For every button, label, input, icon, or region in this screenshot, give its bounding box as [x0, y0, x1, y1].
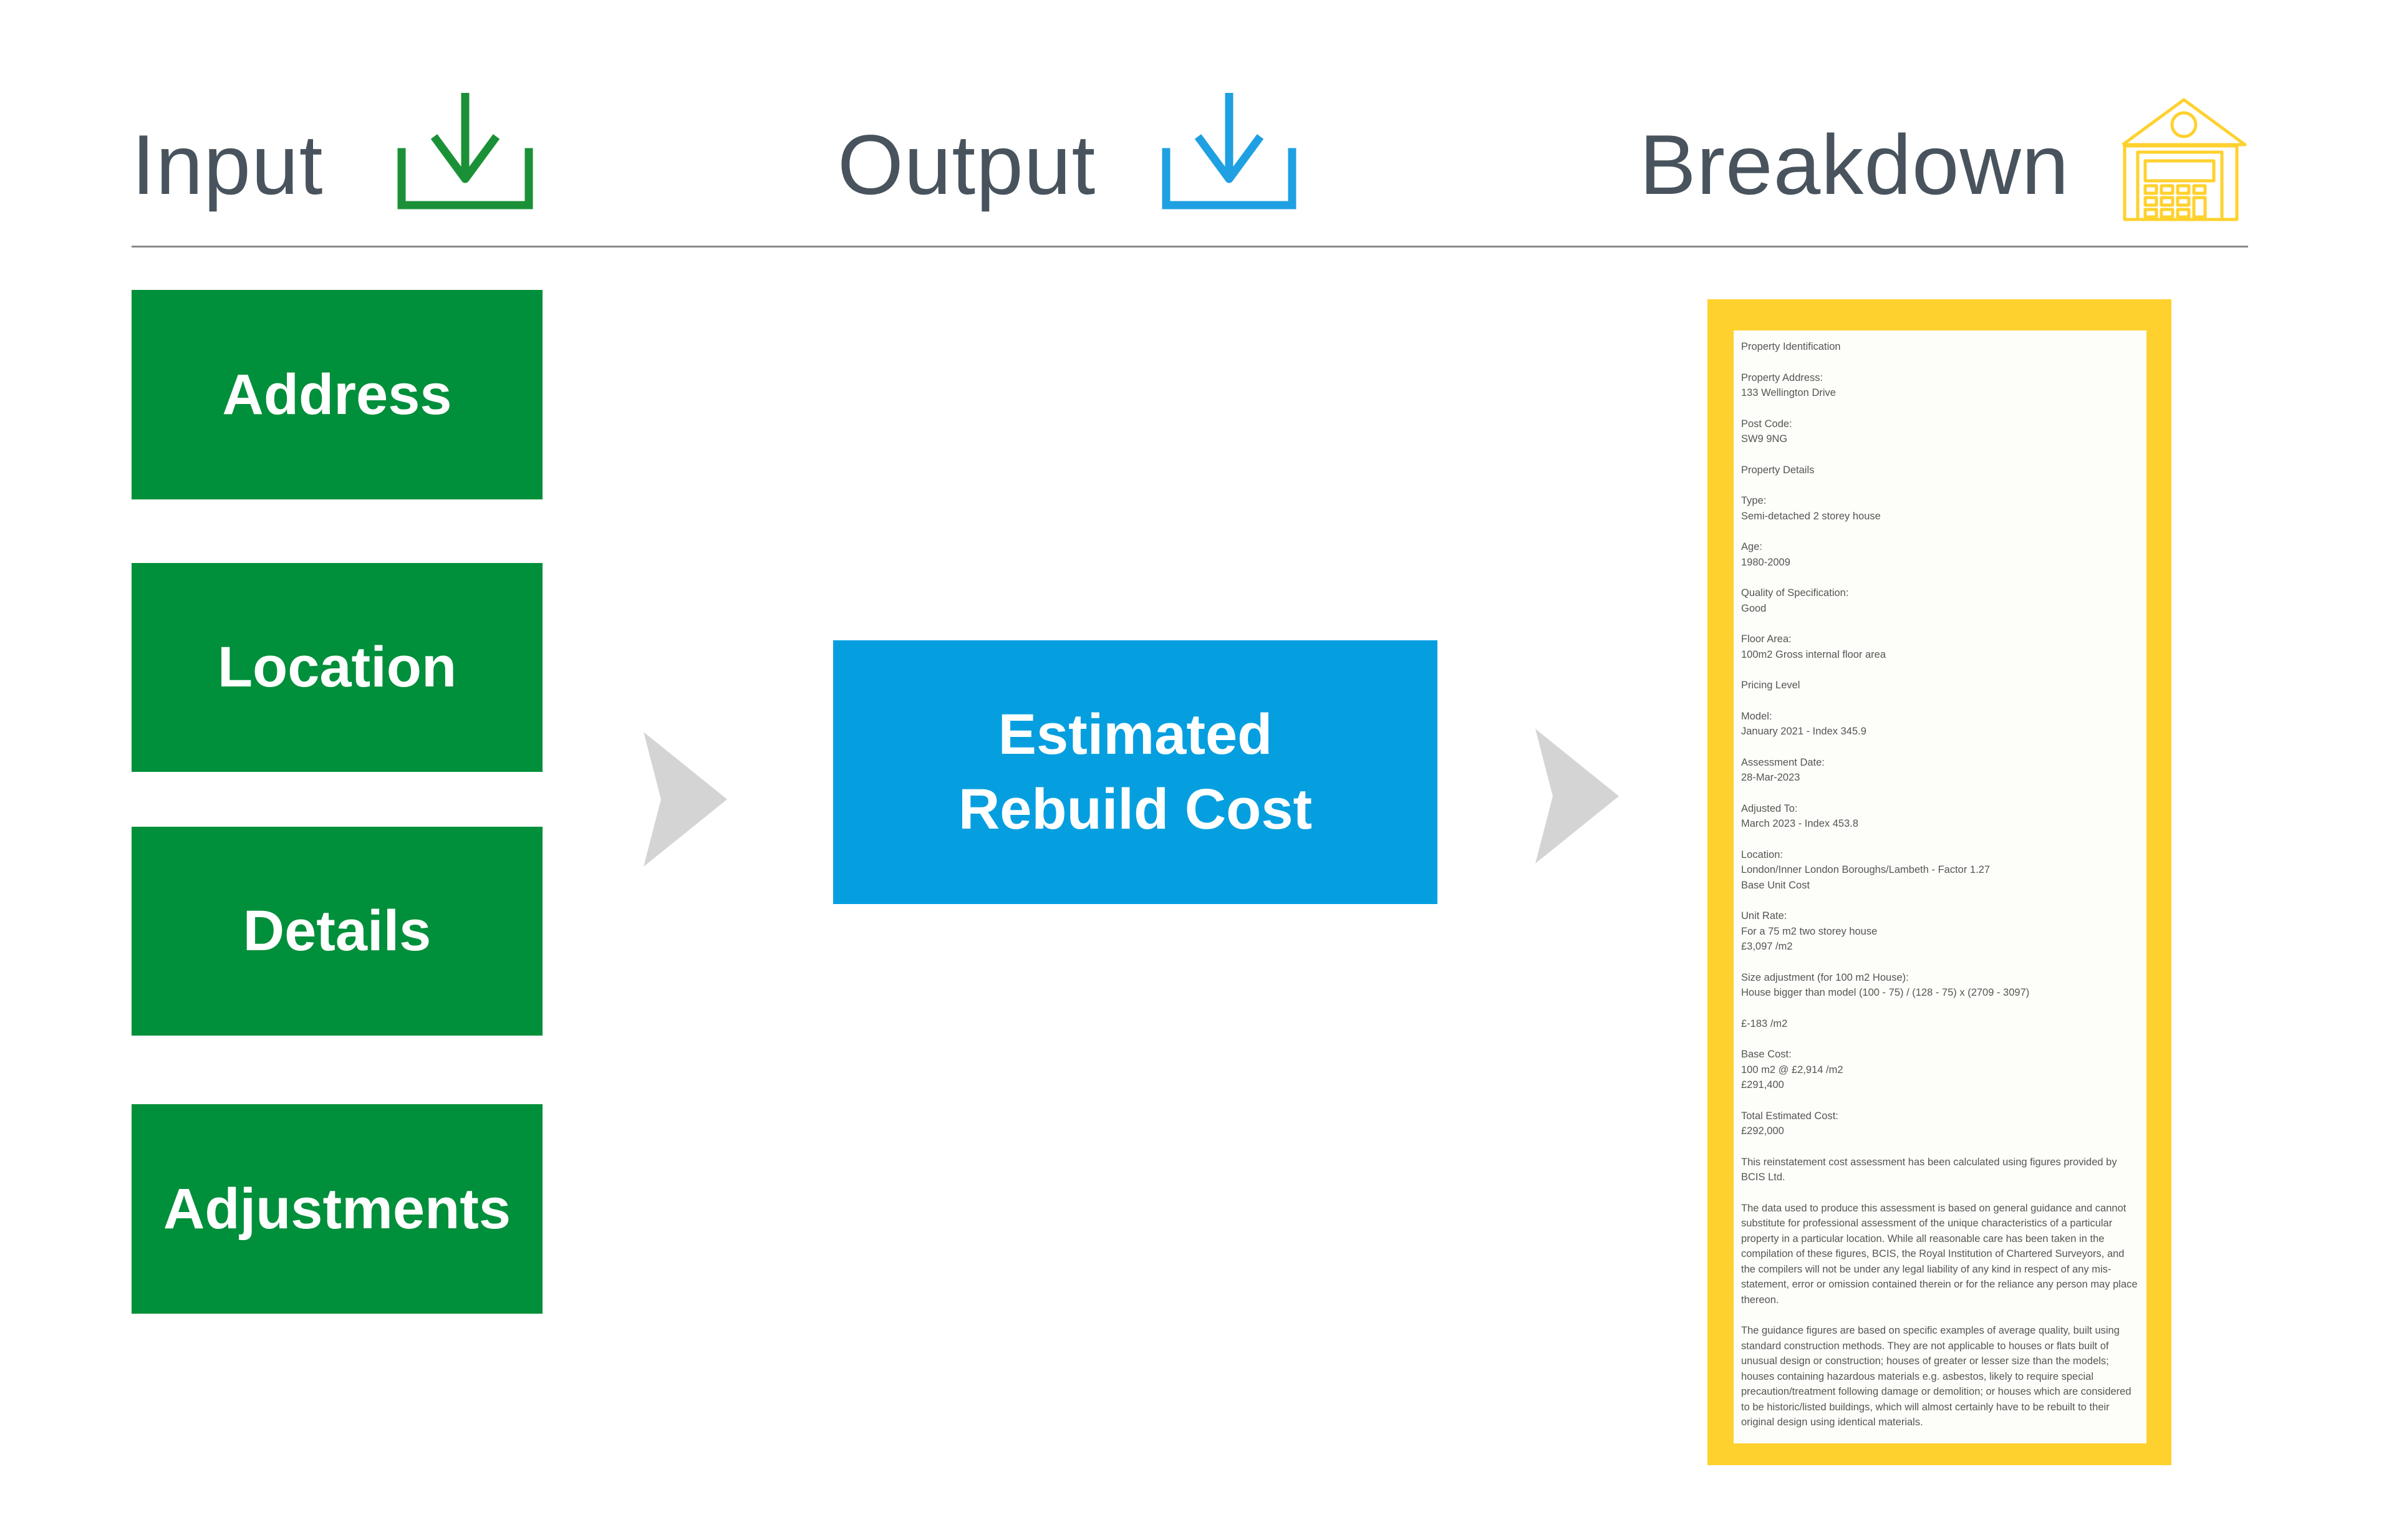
doc-paragraph: The guidance figures are based on specif…: [1741, 1325, 2131, 1428]
doc-value: £3,097 /m2: [1741, 941, 1793, 952]
output-box-line1: Estimated: [998, 702, 1273, 766]
chevron-right-icon: [644, 732, 727, 867]
doc-paragraph: The data used to produce this assessment…: [1741, 1202, 2138, 1306]
input-box-label: Adjustments: [163, 1177, 511, 1241]
doc-label: Size adjustment (for 100 m2 House):: [1741, 971, 1909, 983]
doc-value: £291,400: [1741, 1079, 1784, 1090]
doc-label: Post Code:: [1741, 418, 1792, 430]
doc-value: March 2023 - Index 453.8: [1741, 818, 1859, 829]
doc-section-title: Property Details: [1741, 464, 1815, 476]
input-box-location: Location: [132, 563, 543, 772]
doc-value: Good: [1741, 602, 1767, 614]
doc-value: For a 75 m2 two storey house: [1741, 925, 1878, 937]
doc-label: Type:: [1741, 495, 1767, 506]
breakdown-heading: Breakdown: [1639, 117, 2070, 212]
doc-total-value: £292,000: [1741, 1125, 1784, 1137]
doc-label: Adjusted To:: [1741, 802, 1798, 814]
doc-value: 1980-2009: [1741, 556, 1790, 568]
input-box-label: Address: [222, 362, 452, 426]
output-heading: Output: [838, 117, 1096, 212]
input-box-adjustments: Adjustments: [132, 1104, 543, 1314]
doc-section-title: Pricing Level: [1741, 680, 1800, 691]
doc-value: House bigger than model (100 - 75) / (12…: [1741, 987, 2030, 998]
output-box-estimated-rebuild-cost: Estimated Rebuild Cost: [833, 640, 1437, 904]
doc-value: £-183 /m2: [1741, 1018, 1788, 1029]
input-box-label: Details: [243, 899, 432, 963]
input-box-label: Location: [217, 635, 457, 699]
house-calculator-icon: [2120, 94, 2248, 222]
doc-value: London/Inner London Boroughs/Lambeth - F…: [1741, 864, 1991, 875]
download-icon: [1160, 91, 1298, 210]
breakdown-document: Property Identification Property Address…: [1734, 330, 2146, 1443]
output-box-line2: Rebuild Cost: [958, 777, 1313, 841]
doc-value: 28-Mar-2023: [1741, 772, 1800, 783]
download-icon: [395, 91, 535, 210]
doc-label: Base Cost:: [1741, 1049, 1792, 1060]
doc-label: Property Address:: [1741, 372, 1823, 383]
input-box-details: Details: [132, 827, 543, 1036]
doc-label: Age:: [1741, 541, 1762, 552]
doc-value: Semi-detached 2 storey house: [1741, 510, 1881, 522]
doc-value: SW9 9NG: [1741, 433, 1788, 445]
doc-title: Property Identification: [1741, 341, 1841, 352]
input-heading: Input: [132, 117, 324, 212]
doc-label: Model:: [1741, 710, 1772, 722]
doc-label: Unit Rate:: [1741, 910, 1787, 922]
doc-label: Location:: [1741, 849, 1783, 860]
input-box-address: Address: [132, 290, 543, 499]
doc-value: January 2021 - Index 345.9: [1741, 726, 1866, 737]
doc-label: Total Estimated Cost:: [1741, 1110, 1838, 1122]
doc-value: 100m2 Gross internal floor area: [1741, 648, 1886, 660]
doc-label: Floor Area:: [1741, 633, 1792, 645]
doc-label: Assessment Date:: [1741, 756, 1825, 768]
doc-value: 100 m2 @ £2,914 /m2: [1741, 1064, 1843, 1076]
doc-paragraph: This reinstatement cost assessment has b…: [1741, 1156, 2117, 1183]
doc-label: Quality of Specification:: [1741, 587, 1849, 599]
doc-section-title: Base Unit Cost: [1741, 879, 1810, 891]
chevron-right-icon: [1535, 729, 1619, 864]
header-divider: [132, 246, 2248, 248]
doc-value: 133 Wellington Drive: [1741, 387, 1836, 398]
